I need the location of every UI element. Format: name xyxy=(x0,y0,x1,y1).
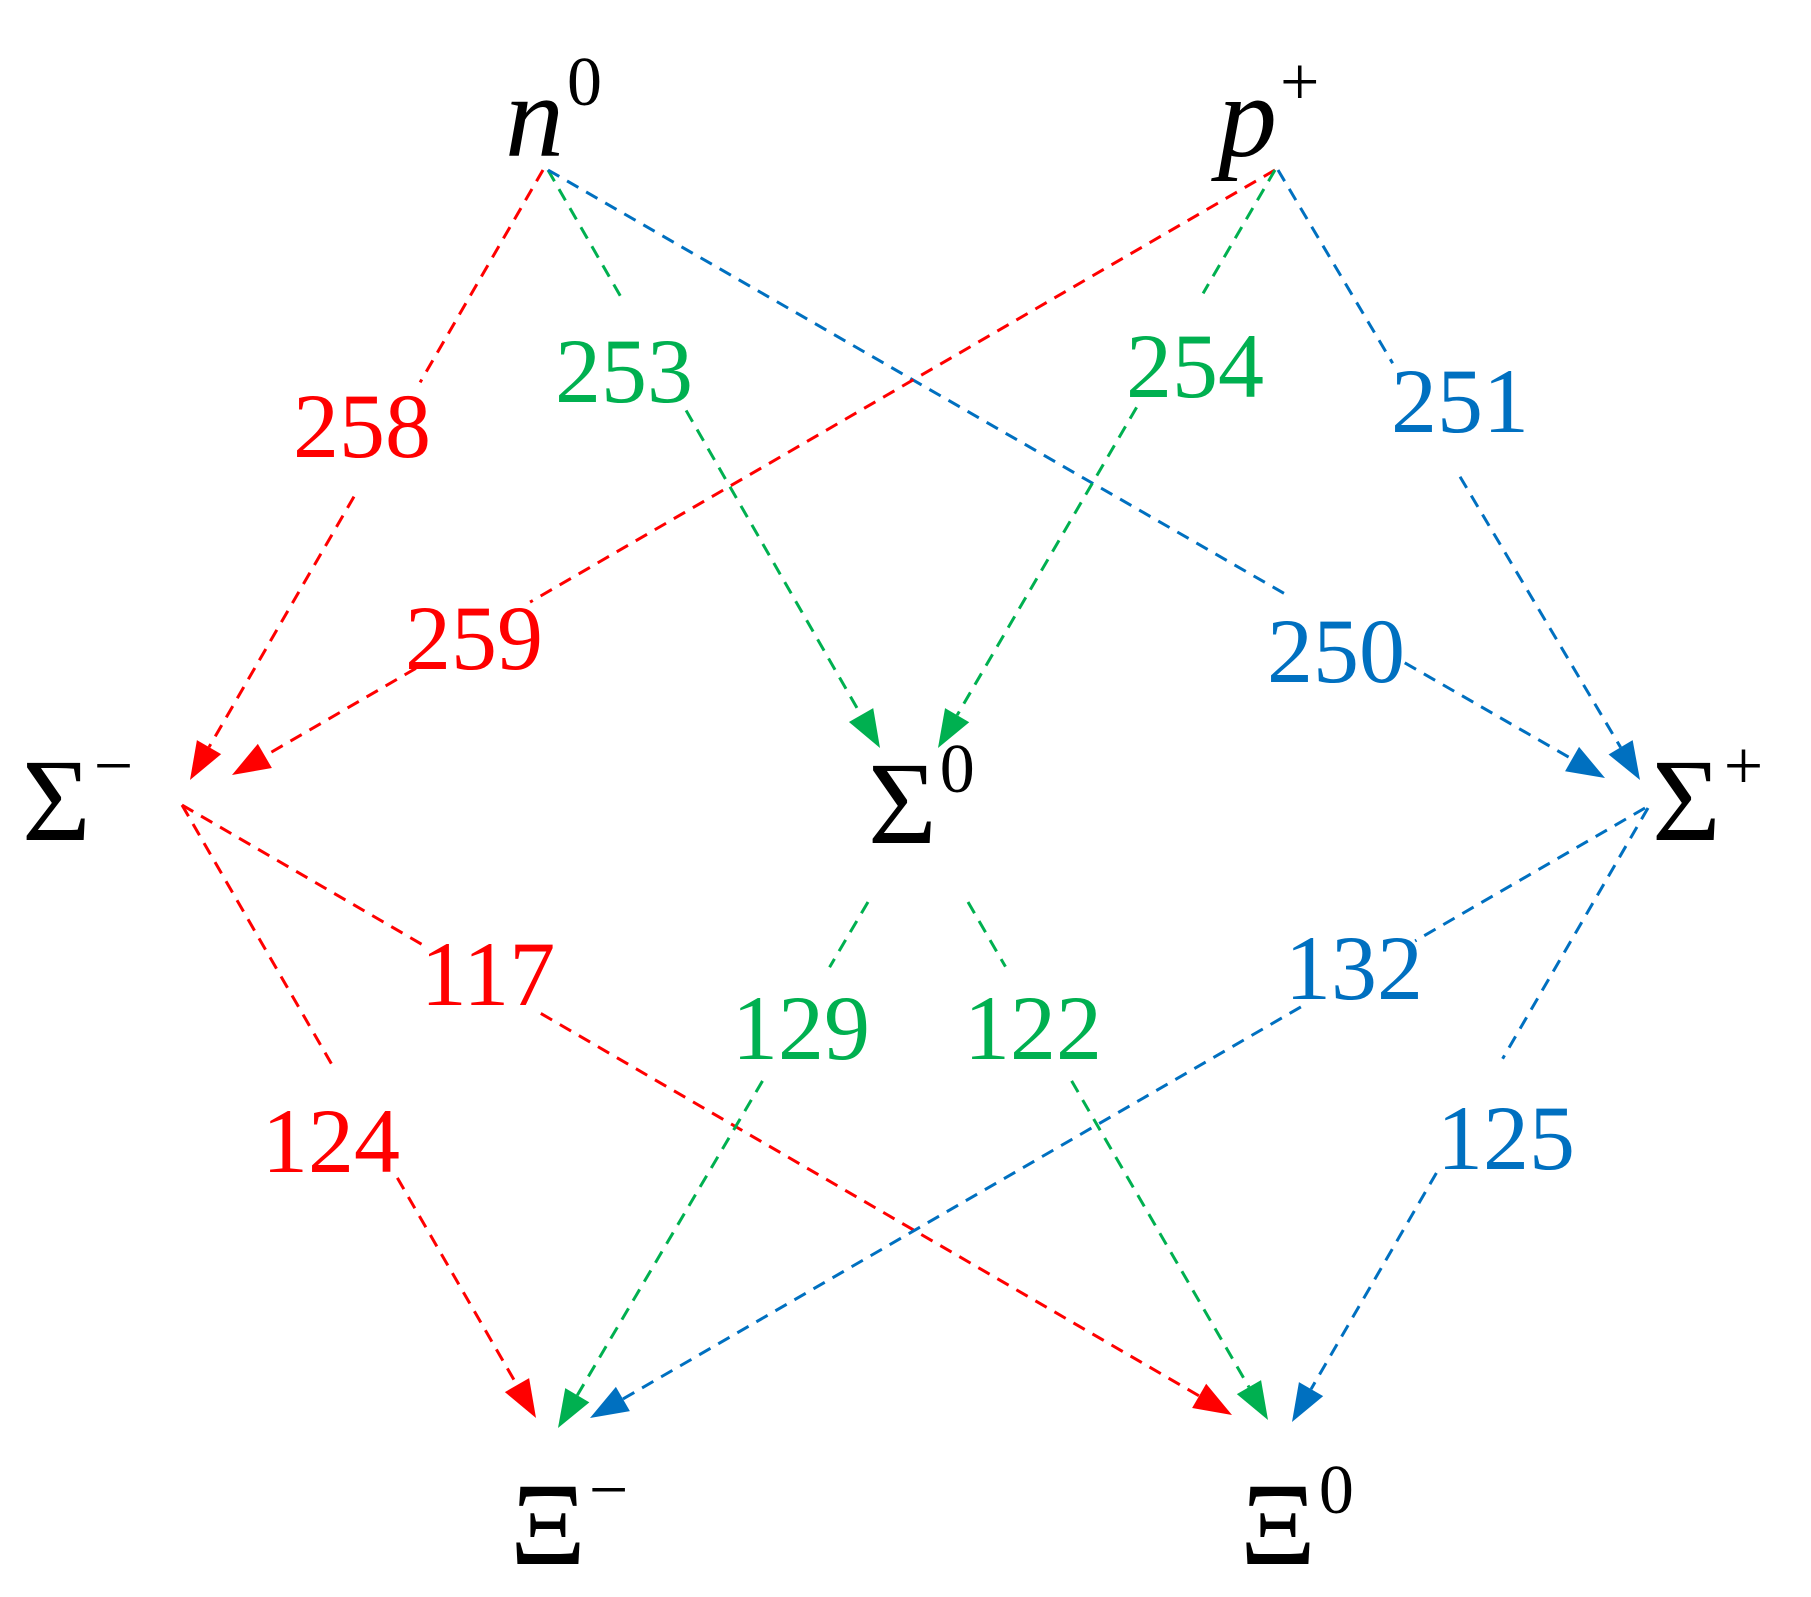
arrowhead-icon xyxy=(848,708,880,748)
edge-line-segment xyxy=(529,168,1276,604)
edge-n0-to-sig_minus: 258 xyxy=(190,169,545,780)
edge-label: 125 xyxy=(1437,1087,1575,1189)
edge-line-segment xyxy=(576,1080,764,1397)
edge-p_plus-to-sig_zero: 254 xyxy=(938,169,1277,748)
edge-line-segment xyxy=(547,168,1292,599)
edge-line-segment xyxy=(1404,661,1573,761)
edge-n0-to-sig_zero: 253 xyxy=(546,169,880,748)
edge-line-segment xyxy=(418,169,545,384)
node-symbol: n xyxy=(505,51,564,182)
edge-line-segment xyxy=(1501,807,1650,1060)
edge-line-segment xyxy=(955,406,1138,716)
arrowhead-icon xyxy=(1608,740,1640,780)
edge-sig_plus-to-xi_zero: 125 xyxy=(1292,807,1650,1422)
edge-label: 258 xyxy=(293,375,431,477)
edge-sig_zero-to-xi_minus: 129 xyxy=(558,901,870,1428)
node-symbol: Ξ xyxy=(510,1459,586,1590)
edge-label: 117 xyxy=(421,923,556,1025)
edge-label: 254 xyxy=(1126,315,1264,417)
edge-line-segment xyxy=(180,804,333,1065)
edge-sig_plus-to-xi_minus: 132 xyxy=(590,806,1646,1418)
node-charge: 0 xyxy=(1318,1452,1354,1529)
node-n0: n0 xyxy=(505,48,602,176)
edge-line-segment xyxy=(264,667,417,758)
node-xi-zero: Ξ0 xyxy=(1240,1456,1354,1584)
edge-label: 122 xyxy=(964,977,1102,1079)
edge-label: 259 xyxy=(405,587,543,689)
edge-p_plus-to-sig_plus: 251 xyxy=(1276,169,1640,780)
arrowhead-icon xyxy=(504,1378,536,1418)
edge-line-segment xyxy=(1309,1172,1438,1390)
node-xi-minus: Ξ− xyxy=(510,1456,628,1584)
edge-sig_minus-to-xi_zero: 117 xyxy=(181,803,1232,1415)
node-charge: + xyxy=(1280,44,1320,121)
edge-line-segment xyxy=(540,1012,1200,1398)
edge-label: 129 xyxy=(732,977,870,1079)
edge-line-segment xyxy=(396,1177,519,1386)
edge-line-segment xyxy=(207,495,356,748)
node-charge: − xyxy=(588,1452,629,1529)
edge-label: 250 xyxy=(1267,600,1405,702)
node-symbol: p xyxy=(1218,51,1277,182)
edge-label: 253 xyxy=(555,320,693,422)
arrowhead-icon xyxy=(190,740,222,780)
node-p-plus: p+ xyxy=(1218,48,1319,176)
edge-line-segment xyxy=(684,409,863,716)
arrowhead-icon xyxy=(1236,1380,1268,1420)
edge-line-segment xyxy=(1414,806,1646,943)
node-charge: 0 xyxy=(939,731,975,808)
arrowhead-icon xyxy=(232,743,272,775)
node-symbol: Ξ xyxy=(1240,1459,1316,1590)
arrowhead-icon xyxy=(590,1386,630,1418)
arrowhead-icon xyxy=(938,708,970,748)
node-sigma-minus: Σ− xyxy=(22,732,133,860)
edge-line-segment xyxy=(181,803,428,949)
node-symbol: Σ xyxy=(868,738,937,869)
node-charge: 0 xyxy=(567,44,602,121)
node-sigma-plus: Σ+ xyxy=(1652,732,1763,860)
arrowhead-icon xyxy=(1192,1383,1232,1415)
node-symbol: Σ xyxy=(22,735,91,866)
node-charge: − xyxy=(93,728,134,805)
edge-line-segment xyxy=(1458,475,1622,749)
edge-sig_minus-to-xi_minus: 124 xyxy=(180,804,536,1418)
edge-p_plus-to-sig_minus: 259 xyxy=(232,168,1276,775)
edge-line-segment xyxy=(1070,1080,1251,1388)
edge-line-segment xyxy=(966,901,1007,968)
edge-line-segment xyxy=(1201,169,1277,295)
edge-label: 124 xyxy=(262,1090,400,1192)
edge-line-segment xyxy=(546,169,622,297)
arrowhead-icon xyxy=(1292,1382,1324,1422)
edge-n0-to-sig_plus: 250 xyxy=(547,168,1605,778)
edge-sig_zero-to-xi_zero: 122 xyxy=(964,901,1268,1420)
edge-line-segment xyxy=(1276,169,1394,364)
node-charge: + xyxy=(1723,728,1764,805)
edge-label: 251 xyxy=(1391,350,1529,452)
node-sigma-zero: Σ0 xyxy=(868,735,975,863)
edge-line-segment xyxy=(828,901,870,968)
arrowhead-icon xyxy=(1565,746,1605,778)
edge-label: 132 xyxy=(1285,917,1423,1019)
node-symbol: Σ xyxy=(1652,735,1721,866)
arrowhead-icon xyxy=(558,1388,590,1428)
